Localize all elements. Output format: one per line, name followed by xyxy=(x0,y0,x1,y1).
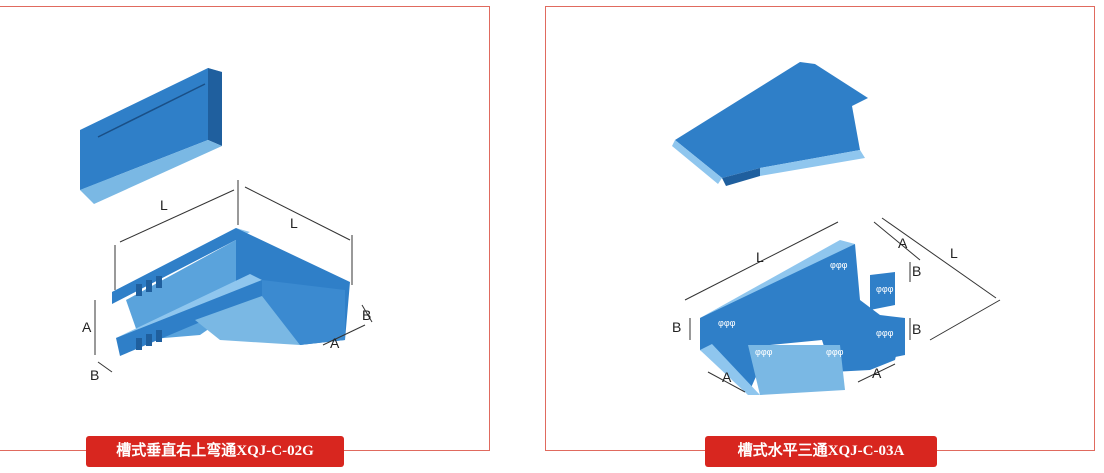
bend-dim-l2: L xyxy=(290,215,298,231)
tee-dim-l1: L xyxy=(756,249,764,265)
tee-tray-body: φφφ φφφ φφφ φφφ φφφ φφφ xyxy=(700,240,905,395)
bend-dimension-lines xyxy=(94,180,373,373)
svg-text:φφφ: φφφ xyxy=(826,347,844,357)
bend-dim-l1: L xyxy=(160,197,168,213)
tee-dim-b-left: B xyxy=(672,319,681,335)
tee-dimension-lines xyxy=(684,217,1001,393)
product-panel-vertical-bend xyxy=(0,6,490,451)
tee-cover xyxy=(672,62,868,186)
tee-dim-a-bottom-left: A xyxy=(722,369,732,385)
vertical-bend-drawing: L L A B A B xyxy=(80,68,373,383)
svg-text:φφφ: φφφ xyxy=(718,318,736,328)
svg-text:φφφ: φφφ xyxy=(876,328,894,338)
svg-text:φφφ: φφφ xyxy=(755,347,773,357)
product-caption-vertical-bend: 槽式垂直右上弯通XQJ-C-02G xyxy=(86,436,344,467)
horizontal-tee-drawing: φφφ φφφ φφφ φφφ φφφ φφφ L L A B B B A A xyxy=(672,62,1001,395)
svg-text:φφφ: φφφ xyxy=(876,284,894,294)
svg-text:φφφ: φφφ xyxy=(830,260,848,270)
product-caption-horizontal-tee: 槽式水平三通XQJ-C-03A xyxy=(705,436,937,467)
tee-dim-l2: L xyxy=(950,245,958,261)
bend-cover xyxy=(80,68,222,204)
tee-dim-b-right: B xyxy=(912,321,921,337)
bend-dim-b-right: B xyxy=(362,307,371,323)
tee-dim-b-top: B xyxy=(912,263,921,279)
bend-dim-a-right: A xyxy=(330,335,340,351)
bend-tray-body xyxy=(112,228,350,356)
tee-dim-a-bottom-right: A xyxy=(872,365,882,381)
bend-dim-b-left: B xyxy=(90,367,99,383)
bend-dim-a-left: A xyxy=(82,319,92,335)
tee-dim-a-top: A xyxy=(898,235,908,251)
